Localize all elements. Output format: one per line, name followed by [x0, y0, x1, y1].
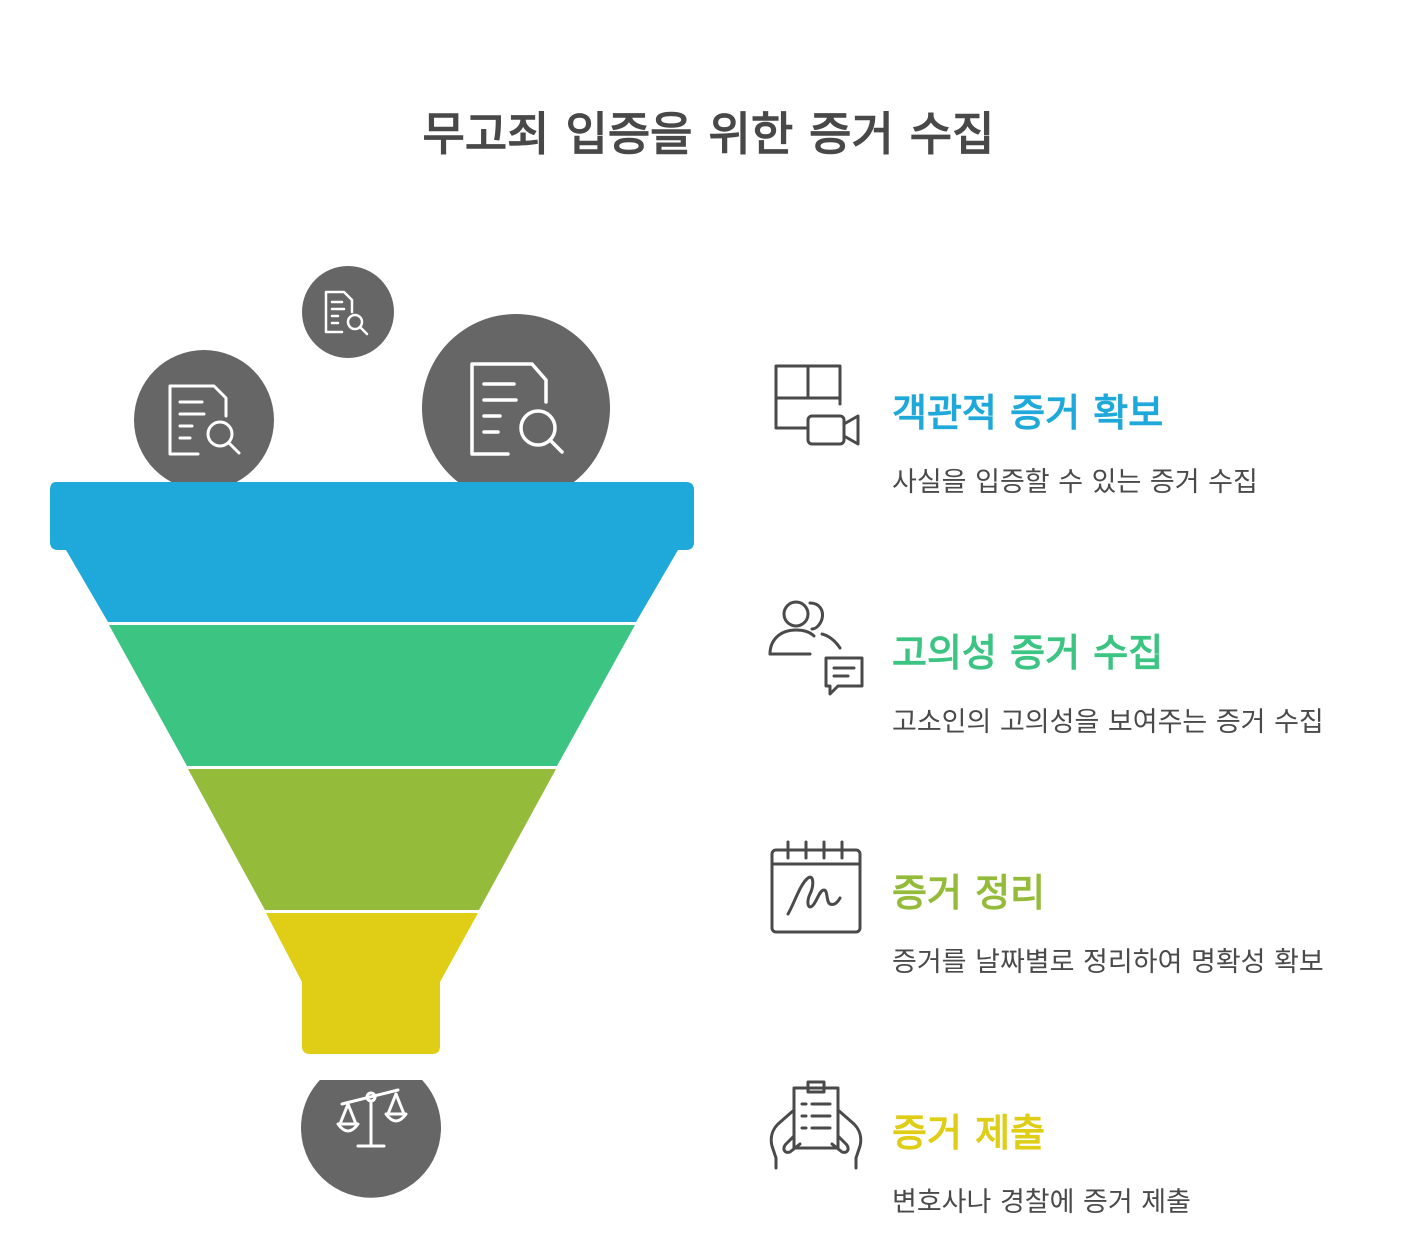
- page-title: 무고죄 입증을 위한 증거 수집: [422, 107, 995, 161]
- step-description-objective-evidence: 사실을 입증할 수 있는 증거 수집: [892, 467, 1258, 498]
- funnel-layer-3: [188, 769, 556, 910]
- funnel-layer-2: [109, 625, 635, 766]
- layout-video-icon: [774, 364, 860, 446]
- calendar-signature-icon: [770, 840, 862, 934]
- step-title-organize-evidence: 증거 정리: [892, 871, 1046, 915]
- document-search-icon: [302, 266, 394, 358]
- funnel-layer-1: [50, 482, 694, 622]
- step-description-organize-evidence: 증거를 날짜별로 정리하여 명확성 확보: [892, 947, 1324, 978]
- people-chat-icon: [768, 600, 864, 696]
- step-description-intent-evidence: 고소인의 고의성을 보여주는 증거 수집: [892, 707, 1324, 738]
- step-title-intent-evidence: 고의성 증거 수집: [892, 631, 1164, 675]
- step-description-submit-evidence: 변호사나 경찰에 증거 제출: [892, 1187, 1191, 1218]
- document-search-icon: [134, 350, 274, 490]
- clipboard-hands-icon: [769, 1080, 863, 1170]
- document-search-icon: [422, 314, 610, 502]
- scales-icon: [301, 1054, 442, 1198]
- step-title-submit-evidence: 증거 제출: [892, 1111, 1046, 1155]
- step-title-objective-evidence: 객관적 증거 확보: [892, 391, 1164, 435]
- funnel-layer-4: [266, 913, 478, 1054]
